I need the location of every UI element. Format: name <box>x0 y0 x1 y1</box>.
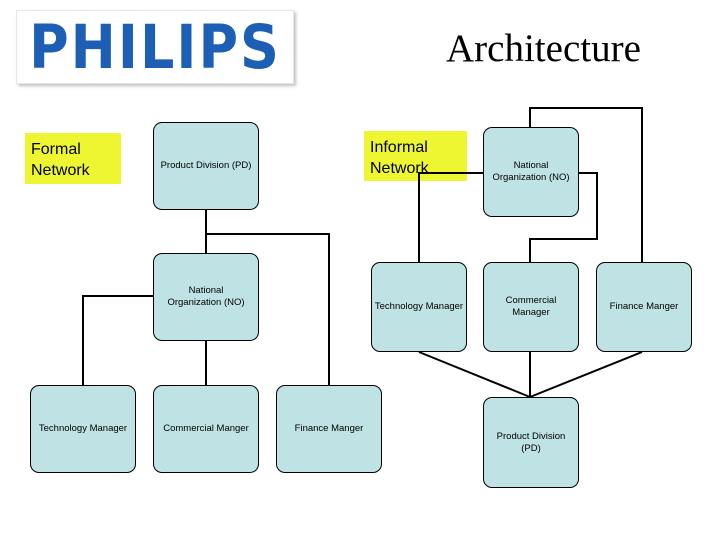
formal-connector-no-to-technology <box>82 295 153 385</box>
informal-connector-no-to-technology <box>418 172 483 262</box>
informal-technology-manager-label: Technology Manager <box>374 301 464 312</box>
informal-commercial-manager-label: Commercial Manager <box>505 295 557 318</box>
formal-national-organization-label: National Organization (NO) <box>167 285 245 308</box>
formal-commercial-manager-label: Commercial Manger <box>163 423 249 434</box>
informal-network-label-line1: Informal <box>370 139 428 156</box>
formal-network-label-line2: Network <box>31 162 90 179</box>
informal-connector-no-to-finance <box>529 107 643 262</box>
informal-technology-manager-box: Technology Manager <box>371 262 467 352</box>
informal-connector-finance-to-pd <box>529 351 643 398</box>
formal-finance-manager-box: Finance Manger <box>276 385 382 473</box>
informal-national-organization-box: National Organization (NO) <box>483 127 579 217</box>
informal-finance-manager-label: Finance Manger <box>609 301 679 312</box>
formal-technology-manager-label: Technology Manager <box>38 423 128 434</box>
formal-product-division-box: Product Division (PD) <box>153 122 259 210</box>
formal-finance-manager-label: Finance Manger <box>294 423 364 434</box>
informal-finance-manager-box: Finance Manger <box>596 262 692 352</box>
formal-connector-to-finance <box>206 233 330 385</box>
philips-logo: PHILIPS <box>16 10 294 84</box>
formal-product-division-label: Product Division (PD) <box>160 160 252 171</box>
informal-network-label-line2: Network <box>370 160 429 177</box>
informal-product-division-label: Product Division (PD) <box>496 430 566 454</box>
formal-network-label: Formal Network <box>25 133 121 184</box>
informal-connector-technology-to-pd <box>418 351 531 398</box>
informal-commercial-manager-box: Commercial Manager <box>483 262 579 352</box>
informal-connector-no-to-commercial <box>529 172 598 262</box>
informal-product-division-box: Product Division (PD) <box>483 397 579 488</box>
formal-commercial-manager-box: Commercial Manger <box>153 385 259 473</box>
logo-text: PHILIPS <box>29 11 281 83</box>
informal-national-organization-label: National Organization (NO) <box>492 160 570 183</box>
page-title: Architecture <box>446 27 641 70</box>
formal-technology-manager-box: Technology Manager <box>30 385 136 473</box>
formal-national-organization-box: National Organization (NO) <box>153 253 259 341</box>
formal-network-label-line1: Formal <box>31 141 81 158</box>
